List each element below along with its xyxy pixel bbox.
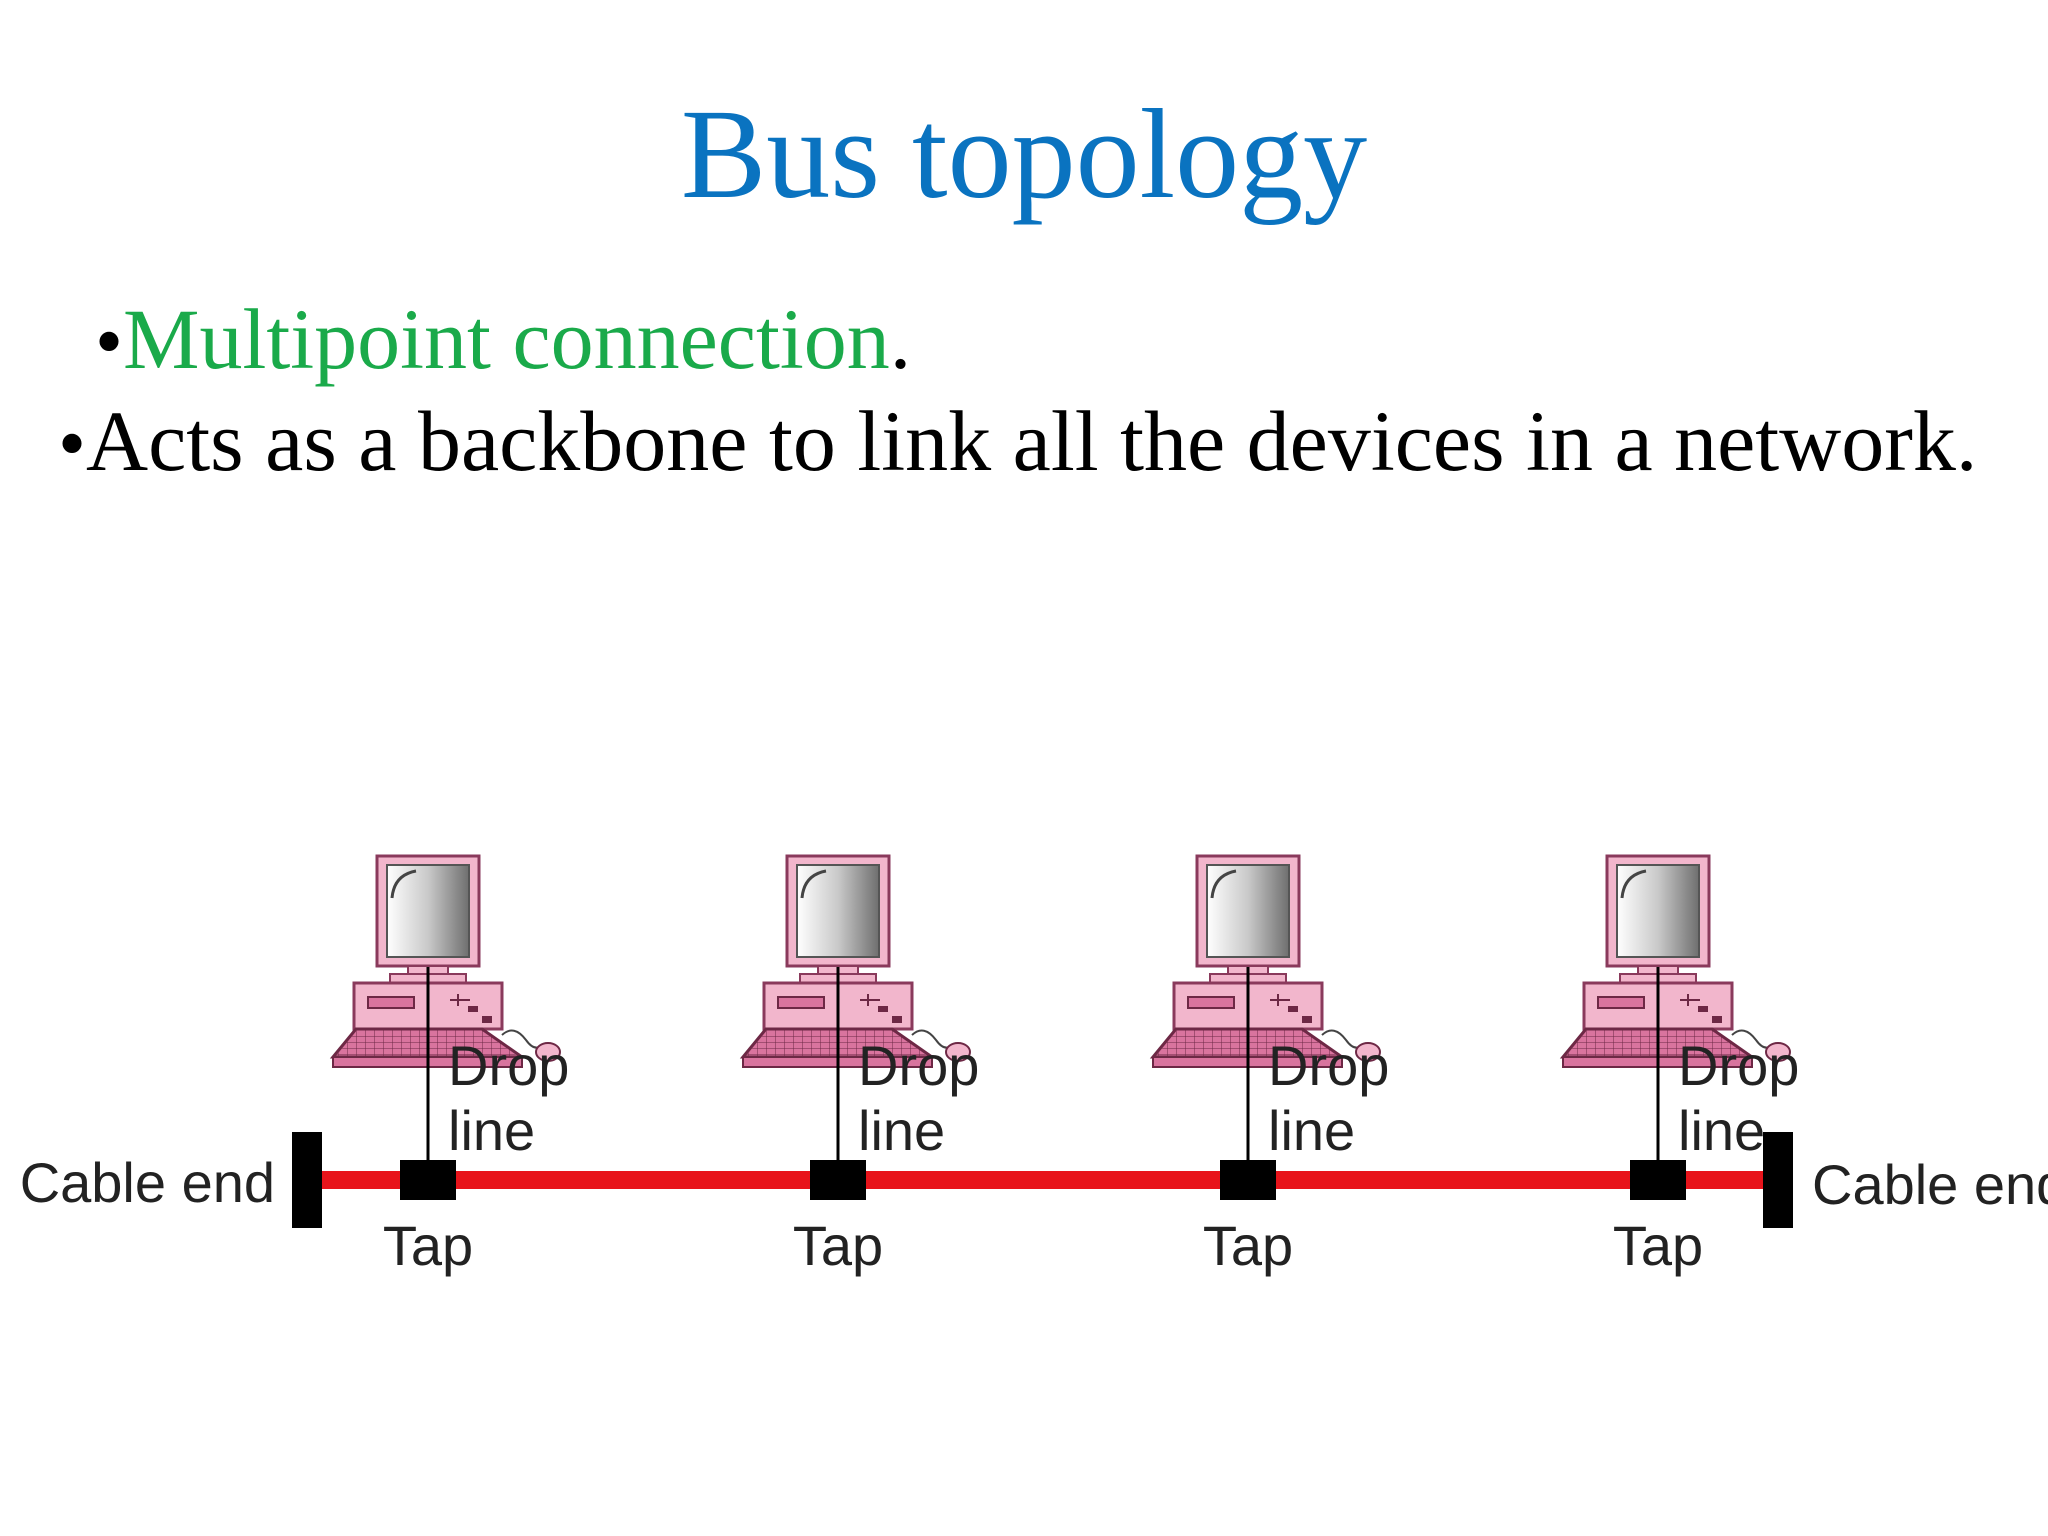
bus-cable [307, 1171, 1778, 1189]
drop-label-line1: Drop [448, 1034, 569, 1097]
slide-title: Bus topology [680, 83, 1368, 225]
bullet-backbone: •Acts as a backbone to link all the devi… [58, 398, 1977, 484]
tap-connector [400, 1160, 456, 1200]
bullet-marker: • [58, 400, 87, 488]
tap-label: Tap [793, 1214, 883, 1277]
tap-connector [1630, 1160, 1686, 1200]
bullet-text: Multipoint connection [123, 291, 890, 387]
bullet-suffix: . [889, 291, 912, 387]
tap-connector [810, 1160, 866, 1200]
drop-label-line2: line [1268, 1099, 1355, 1162]
drop-label-line1: Drop [1678, 1034, 1799, 1097]
cable-end-left-cap [292, 1132, 322, 1228]
bullet-text: Acts as a backbone to link all the devic… [86, 393, 1978, 489]
tap-label: Tap [1203, 1214, 1293, 1277]
drop-label-line2: line [1678, 1099, 1765, 1162]
drop-label-line2: line [858, 1099, 945, 1162]
cable-end-right-cap [1763, 1132, 1793, 1228]
drop-label-line1: Drop [858, 1034, 979, 1097]
tap-label: Tap [1613, 1214, 1703, 1277]
cable-end-right-label: Cable end [1812, 1153, 2048, 1216]
drop-label-line2: line [448, 1099, 535, 1162]
bullet-marker: • [95, 298, 124, 386]
cable-end-left-label: Cable end [20, 1151, 275, 1214]
tap-label: Tap [383, 1214, 473, 1277]
tap-connector [1220, 1160, 1276, 1200]
bullet-multipoint: •Multipoint connection. [95, 296, 911, 382]
drop-label-line1: Drop [1268, 1034, 1389, 1097]
